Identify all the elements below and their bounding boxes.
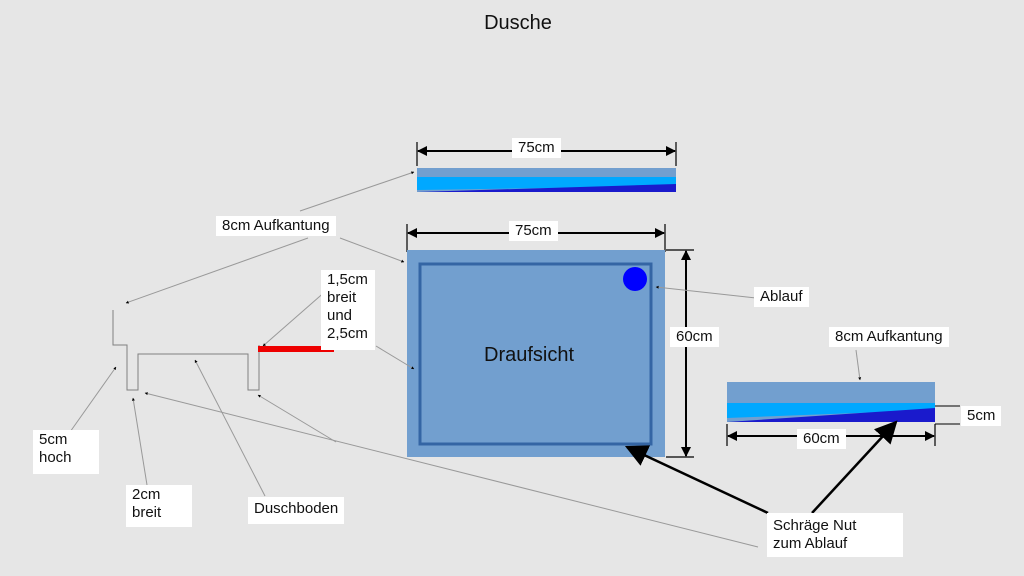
leader-thickness-to-bar <box>262 289 328 347</box>
groove-leaders <box>624 420 898 515</box>
top-strip <box>416 142 677 192</box>
top-strip-width-label: 75cm <box>512 138 561 158</box>
leader-groove-to-profile <box>144 392 759 548</box>
drain-circle <box>623 267 647 291</box>
leader-floor-to-profile <box>194 359 266 497</box>
leader-width-to-profile <box>131 397 148 486</box>
plan-view-title: Draufsicht <box>484 344 575 366</box>
plan-view <box>406 224 694 458</box>
plan-outer-rect <box>407 250 665 457</box>
leader-groove-to-strip <box>811 420 898 514</box>
leader-groove-to-plan <box>624 445 769 515</box>
red-rim-bar <box>258 346 334 352</box>
profile-section <box>112 310 334 391</box>
leader-rim-to-profile <box>125 237 309 304</box>
right-strip-groove-light <box>727 403 935 418</box>
profile-width-label: 2cm breit <box>126 485 192 527</box>
profile-thickness-label: 1,5cm breit und 2,5cm <box>321 270 375 350</box>
right-strip-height-label: 5cm <box>961 406 1002 426</box>
height-line-2: hoch <box>39 449 72 466</box>
groove-line-2: zum Ablauf <box>773 535 848 552</box>
leader-profile-groove <box>257 394 337 443</box>
plan-width-label: 75cm <box>509 221 558 241</box>
profile-floor-label: Duschboden <box>248 497 345 524</box>
leader-rim-to-plan <box>339 237 405 263</box>
right-strip-groove-dark <box>727 408 935 422</box>
right-strip-rim-label: 8cm Aufkantung <box>829 327 949 347</box>
leader-right-rim <box>855 349 862 381</box>
right-strip-width-label: 60cm <box>797 429 846 449</box>
leader-height-to-profile <box>69 366 117 433</box>
profile-height-label: 5cm hoch <box>33 430 99 474</box>
thickness-line-1: 1,5cm <box>327 271 368 288</box>
leader-thickness-to-plan <box>375 345 415 370</box>
plan-inner-groove <box>418 262 653 446</box>
groove-label: Schräge Nut zum Ablauf <box>767 513 903 557</box>
thickness-line-4: 2,5cm <box>327 325 368 342</box>
profile-rim-label: 8cm Aufkantung <box>216 216 336 236</box>
leader-rim-to-top-strip <box>299 171 415 212</box>
leader-drain <box>655 285 757 299</box>
profile-outline <box>112 310 260 391</box>
diagram-title: Dusche <box>484 12 552 34</box>
thickness-line-3: und <box>327 307 353 324</box>
thickness-line-2: breit <box>327 289 357 306</box>
plan-depth-label: 60cm <box>670 327 719 347</box>
groove-line-1: Schräge Nut <box>773 517 857 534</box>
width-line-1: 2cm <box>132 486 161 503</box>
width-line-2: breit <box>132 504 162 521</box>
drain-label: Ablauf <box>754 287 809 307</box>
right-strip <box>726 382 960 446</box>
height-line-1: 5cm <box>39 431 68 448</box>
leader-lines <box>69 171 862 548</box>
top-strip-groove-dark <box>417 184 676 192</box>
